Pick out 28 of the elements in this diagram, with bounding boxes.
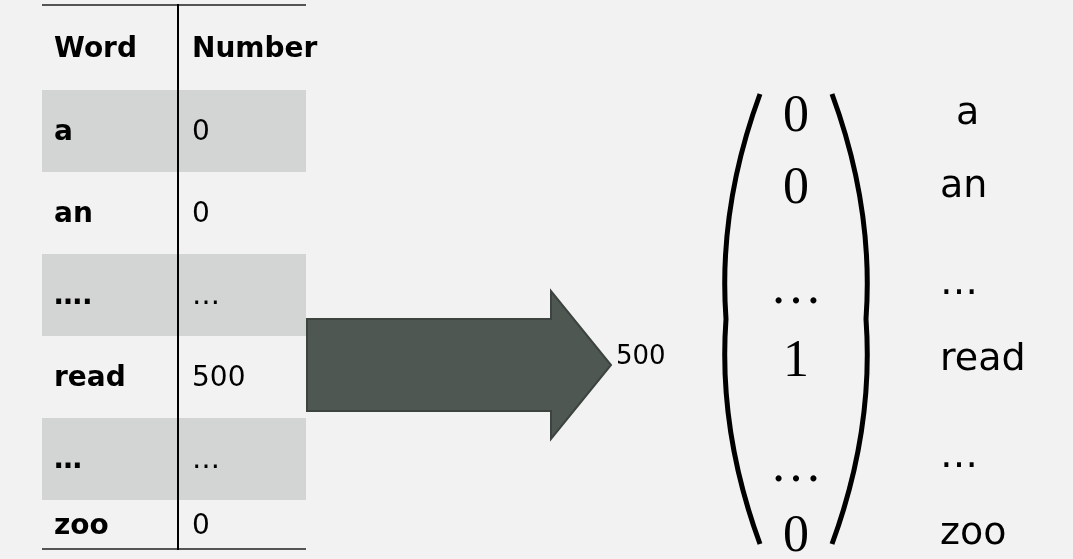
table-cell: …: [192, 281, 220, 309]
row-word: …: [940, 435, 978, 473]
index-label: 500: [616, 342, 666, 368]
table-cell: 0: [192, 117, 210, 145]
table-cell: 0: [192, 199, 210, 227]
vector-entry: 0: [782, 88, 810, 140]
column-header: Number: [192, 34, 318, 62]
row-word: an: [940, 165, 988, 203]
table-cell: …: [54, 445, 82, 473]
table-cell: ….: [54, 281, 93, 309]
table-cell: 0: [192, 511, 210, 539]
vector-entry: …: [769, 438, 823, 490]
table-cell: read: [54, 363, 126, 391]
table-cell: zoo: [54, 511, 109, 539]
table-cell: 500: [192, 363, 246, 391]
column-header: Word: [54, 34, 137, 62]
vector-entry: 0: [782, 160, 810, 212]
table-cell: an: [54, 199, 93, 227]
vector-entry: 1: [782, 333, 810, 385]
vector-entry: 0: [782, 508, 810, 559]
row-word: …: [940, 262, 978, 300]
table-cell: a: [54, 117, 73, 145]
table-cell: …: [192, 445, 220, 473]
row-word: read: [940, 338, 1026, 376]
row-word: a: [956, 92, 980, 130]
vector-entry: …: [769, 260, 823, 312]
row-word: zoo: [940, 512, 1007, 550]
block-arrow: [306, 288, 613, 442]
